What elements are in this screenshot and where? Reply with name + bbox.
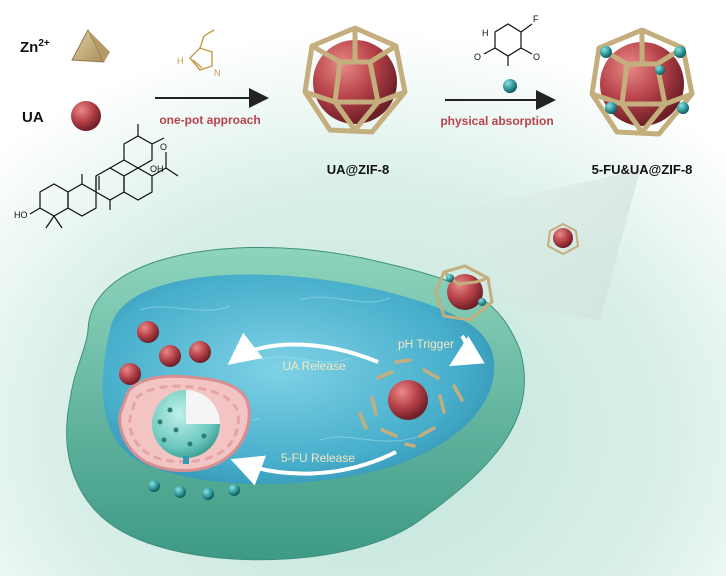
- imidazole-n-text: N: [214, 68, 221, 78]
- released-ua-spheres: [119, 321, 211, 385]
- fu-h-text: H: [482, 28, 489, 38]
- released-fu-spheres: [148, 480, 240, 500]
- legend: Zn2+ UA: [20, 28, 110, 131]
- fu-f-text: F: [533, 14, 539, 24]
- ph-trigger-arrow: [449, 334, 485, 367]
- ua-sphere-icon: [71, 101, 101, 131]
- product2-label: 5-FU&UA@ZIF-8: [592, 162, 693, 177]
- ua-label: UA: [22, 109, 44, 126]
- methylimidazole-structure: [189, 29, 215, 71]
- ua-ho-text: HO: [14, 210, 28, 220]
- ua-oh-text: OH: [150, 164, 164, 174]
- fu-release-arrow: [230, 450, 397, 486]
- fu-release-label: 5-FU Release: [281, 451, 355, 465]
- step1-label: one-pot approach: [159, 113, 260, 127]
- fu-structure: [483, 23, 533, 66]
- ph-trigger-label: pH Trigger: [398, 337, 454, 351]
- imidazole-h-text: H: [177, 56, 184, 66]
- zn-pyramid-icon: [71, 28, 110, 63]
- ua-release-arrow: [227, 332, 379, 365]
- entering-particle: [434, 264, 494, 322]
- disassembling-particle: [358, 358, 464, 448]
- zn-label: Zn2+: [20, 38, 50, 56]
- product1-label: UA@ZIF-8: [327, 162, 390, 177]
- ua-release-label: UA Release: [282, 359, 346, 373]
- fu-ua-zif8-particle: [589, 27, 695, 137]
- fu-o2-text: O: [474, 52, 481, 62]
- fu-sphere-icon: [503, 79, 517, 93]
- small-particle: [546, 222, 580, 256]
- step2-label: physical absorption: [440, 114, 553, 128]
- fu-o1-text: O: [533, 52, 540, 62]
- nucleus: [118, 374, 251, 472]
- ua-o-text: O: [160, 142, 167, 152]
- ua-zif8-particle: [302, 25, 408, 135]
- ua-structure: [29, 124, 179, 229]
